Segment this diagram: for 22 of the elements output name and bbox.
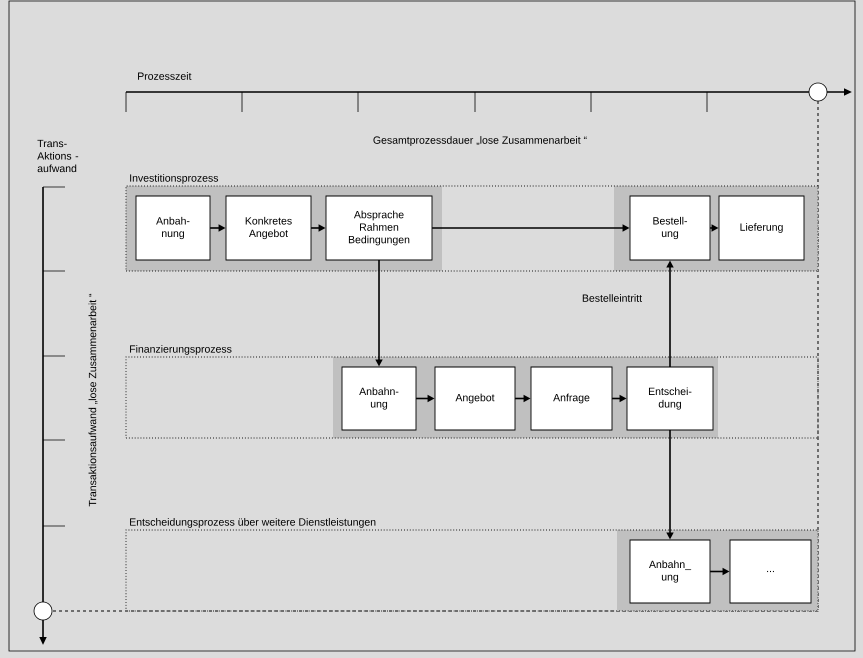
process-box: Anbahn_ ung (630, 540, 710, 604)
process-box: ... (730, 540, 812, 604)
process-box: Anbah- nung (136, 196, 210, 260)
process-box: Angebot (434, 366, 516, 430)
band-heading: Entscheidungsprozess über weitere Dienstleistungen (130, 518, 376, 528)
band-heading: Investitionsprozess (130, 174, 218, 184)
process-band (126, 530, 818, 612)
band-heading: Finanzierungsprozess (130, 345, 232, 355)
process-band (126, 356, 818, 438)
process-box: Anfrage (530, 366, 612, 430)
process-box: Anbahn- ung (342, 366, 416, 430)
duration-label: Transaktionsaufwand „lose Zusammenarbeit “ (88, 294, 98, 506)
axis-label: Prozesszeit (138, 72, 192, 80)
process-box: Entschei- dung (626, 366, 714, 430)
process-box: Absprache Rahmen Bedingungen (326, 196, 432, 260)
process-box: Bestell- ung (630, 196, 710, 260)
process-band (126, 186, 818, 272)
edge-label: Bestelleintritt (580, 293, 644, 303)
axis-label: Trans- Aktions - aufwand (37, 140, 78, 172)
process-box: Lieferung (718, 196, 804, 260)
duration-label: Gesamtprozessdauer „lose Zusammenarbeit “ (373, 136, 587, 146)
process-box: Konkretes Angebot (226, 196, 312, 260)
